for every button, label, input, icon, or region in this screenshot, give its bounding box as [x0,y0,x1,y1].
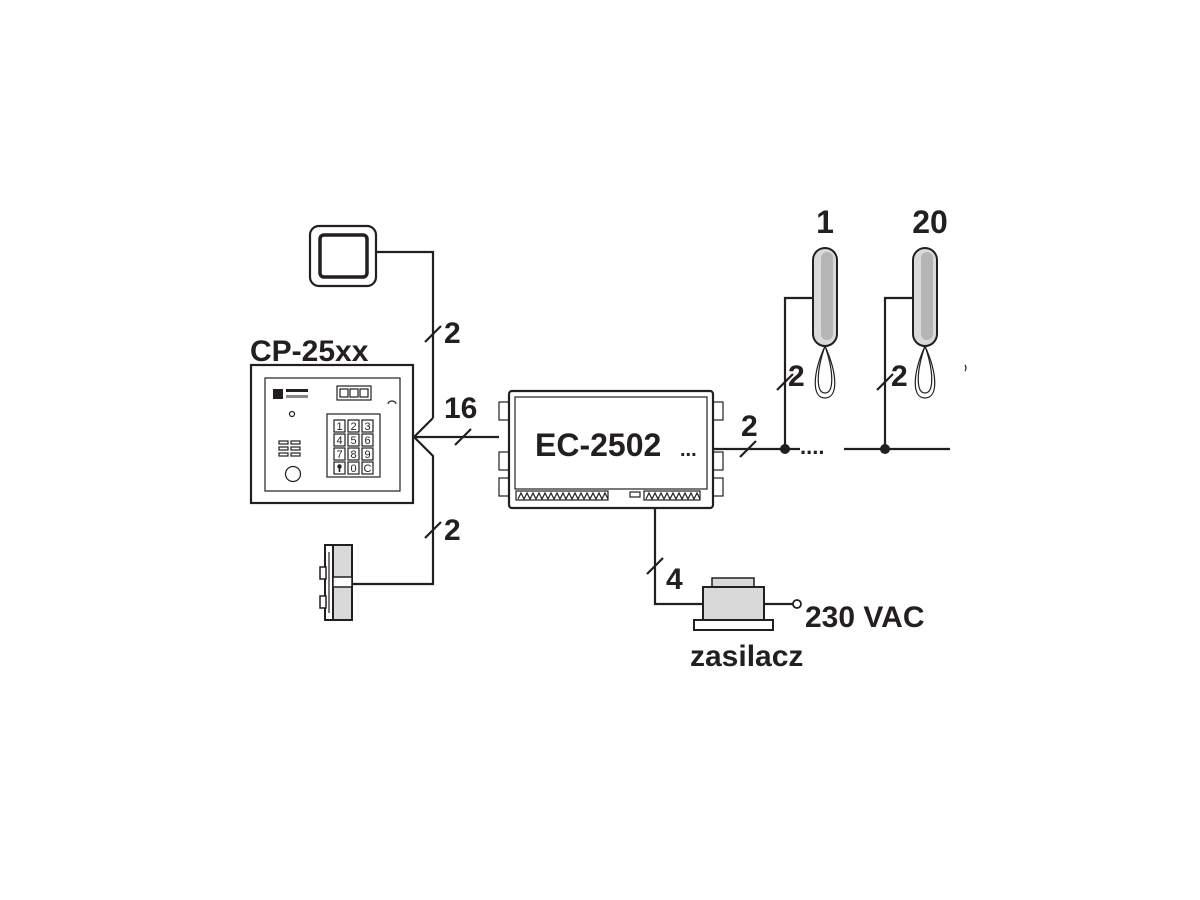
keypad-key: 0 [350,463,356,475]
keypad-key: 5 [350,435,356,447]
mains-label: 230 VAC [805,601,925,634]
keypad-key: 4 [336,435,342,447]
wire-count-panel-bus: 16 [444,392,477,425]
electric-lock-icon [319,544,353,621]
keypad-key-icon [337,464,342,472]
keypad-key: 6 [364,435,370,447]
controller-suffix: ... [680,439,697,461]
keypad-key: 9 [364,449,370,461]
handset-icon [812,247,838,399]
panel-label: CP-25xx [250,335,369,368]
bus-wiring [646,296,950,609]
keypad-key: 3 [364,421,370,433]
bus-dots: .... [800,434,824,459]
door-panel-icon [249,363,415,505]
handset-first-label: 1 [816,204,834,240]
keypad: 1 2 3 4 5 6 7 8 9 0 C [333,419,374,475]
handset-icon [912,247,938,399]
wire-count-bus: 2 [741,410,758,443]
handset-last-label: 20 [912,204,948,240]
panel-wiring [352,250,499,586]
keypad-key: 7 [336,449,342,461]
wire-count-handset-first: 2 [788,360,805,393]
wire-count-power: 4 [666,563,683,596]
controller-label: EC-2502 [535,427,661,463]
keypad-key: 1 [336,421,342,433]
wire-count-button: 2 [444,317,461,350]
wire-count-handset-last: 2 [891,360,908,393]
wire-count-lock: 2 [444,514,461,547]
power-supply-icon [693,577,774,631]
keypad-key: 8 [350,449,356,461]
push-button-icon [308,224,378,288]
keypad-key: 2 [350,421,356,433]
keypad-key: C [364,463,372,475]
power-supply-label: zasilacz [690,640,803,673]
